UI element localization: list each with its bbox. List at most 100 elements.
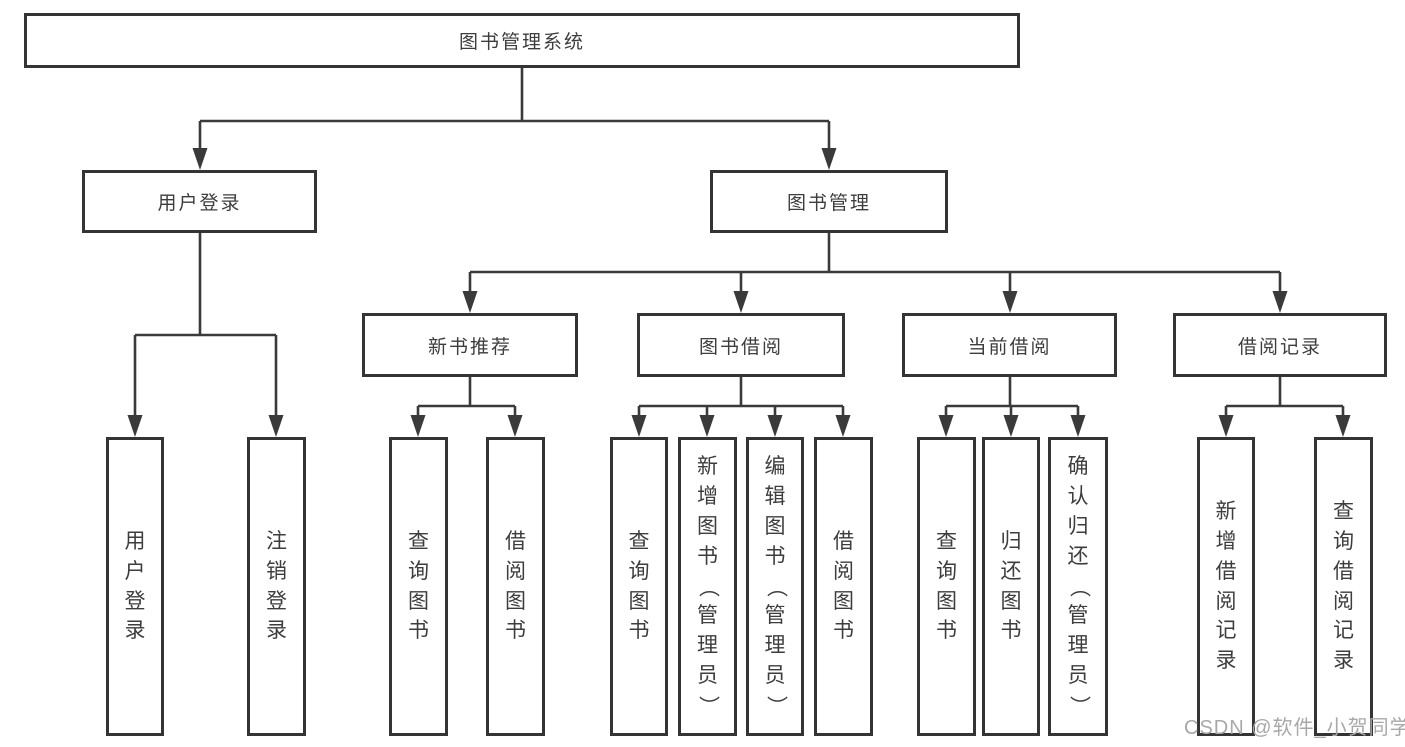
vertical-char: 理 bbox=[764, 634, 786, 658]
arrowheads bbox=[127, 148, 1351, 437]
vertical-char: 注 bbox=[266, 529, 287, 553]
node-label: 新增借阅记录 bbox=[1216, 497, 1237, 676]
vertical-char: 询 bbox=[408, 559, 429, 583]
node-root-library-system: 图书管理系统 bbox=[24, 13, 1020, 68]
vertical-char: 员 bbox=[764, 664, 786, 688]
vertical-char: 归 bbox=[1000, 529, 1022, 553]
node-leaf-add-borrow-record: 新增借阅记录 bbox=[1197, 437, 1255, 736]
node-label: 查询图书 bbox=[936, 527, 957, 646]
node-label: 确认归还 （ 管理员 ） bbox=[1067, 452, 1090, 720]
node-leaf-add-book-admin: 新增图书 （ 管理员 ） bbox=[678, 437, 737, 736]
node-leaf-query-books-borrowing: 查询图书 bbox=[610, 437, 668, 736]
node-label: 查询借阅记录 bbox=[1333, 497, 1354, 676]
vertical-char: 新 bbox=[1215, 500, 1237, 524]
vertical-char: ） bbox=[1066, 695, 1090, 717]
vertical-char: 录 bbox=[266, 619, 287, 643]
vertical-char: 图 bbox=[697, 514, 718, 538]
node-leaf-query-books-current: 查询图书 bbox=[917, 437, 976, 736]
node-leaf-return-books: 归还图书 bbox=[982, 437, 1040, 736]
node-label: 查询图书 bbox=[629, 527, 650, 646]
node-book-borrowing: 图书借阅 bbox=[637, 313, 845, 377]
node-label: 新增图书 （ 管理员 ） bbox=[696, 452, 719, 720]
node-label: 查询图书 bbox=[408, 527, 429, 646]
vertical-char: 询 bbox=[936, 559, 957, 583]
vertical-char: 图 bbox=[833, 589, 854, 613]
node-leaf-borrow-books-recommend: 借阅图书 bbox=[486, 437, 545, 736]
node-new-book-recommend: 新书推荐 bbox=[362, 313, 578, 377]
vertical-char: 借 bbox=[1333, 559, 1354, 583]
node-leaf-query-borrow-record: 查询借阅记录 bbox=[1314, 437, 1373, 736]
vertical-char: 户 bbox=[124, 559, 146, 583]
node-leaf-confirm-return-admin: 确认归还 （ 管理员 ） bbox=[1048, 437, 1108, 736]
node-leaf-borrow-books: 借阅图书 bbox=[814, 437, 873, 736]
vertical-char: 录 bbox=[1215, 649, 1237, 673]
vertical-char: 书 bbox=[408, 619, 429, 643]
vertical-char: 书 bbox=[697, 544, 718, 568]
vertical-char: （ bbox=[763, 576, 787, 597]
vertical-char: 记 bbox=[1333, 619, 1354, 643]
vertical-char: 登 bbox=[124, 589, 146, 613]
vertical-char: 借 bbox=[833, 529, 854, 553]
vertical-char: 阅 bbox=[833, 559, 854, 583]
node-leaf-user-login: 用户登录 bbox=[106, 437, 164, 736]
node-label: 用户登录 bbox=[125, 527, 146, 646]
vertical-char: 编 bbox=[764, 455, 786, 479]
vertical-char: 记 bbox=[1215, 619, 1237, 643]
vertical-char: 图 bbox=[764, 514, 786, 538]
vertical-char: 新 bbox=[697, 455, 718, 479]
vertical-char: 阅 bbox=[1215, 589, 1237, 613]
vertical-char: 员 bbox=[1067, 664, 1089, 688]
node-borrowing-records: 借阅记录 bbox=[1173, 313, 1387, 377]
vertical-char: 录 bbox=[1333, 649, 1354, 673]
vertical-char: 理 bbox=[1067, 634, 1089, 658]
vertical-char: 图 bbox=[505, 589, 526, 613]
vertical-char: 询 bbox=[628, 559, 650, 583]
vertical-char: 理 bbox=[697, 634, 718, 658]
node-leaf-query-books-recommend: 查询图书 bbox=[389, 437, 448, 736]
node-label: 归还图书 bbox=[1001, 527, 1022, 646]
vertical-char: 管 bbox=[697, 604, 718, 628]
vertical-char: ） bbox=[696, 695, 720, 717]
vertical-char: 图 bbox=[936, 589, 957, 613]
watermark: CSDN @软件_小贺同学 bbox=[1184, 717, 1405, 739]
vertical-char: 辑 bbox=[764, 485, 786, 509]
vertical-char: 录 bbox=[124, 619, 146, 643]
vertical-char: 书 bbox=[1000, 619, 1022, 643]
vertical-char: 借 bbox=[505, 529, 526, 553]
vertical-char: 增 bbox=[1215, 529, 1237, 553]
node-label: 借阅图书 bbox=[505, 527, 526, 646]
vertical-char: 书 bbox=[628, 619, 650, 643]
vertical-char: 确 bbox=[1067, 455, 1089, 479]
vertical-char: 员 bbox=[697, 664, 718, 688]
vertical-char: 归 bbox=[1067, 514, 1089, 538]
node-leaf-edit-book-admin: 编辑图书 （ 管理员 ） bbox=[746, 437, 804, 736]
vertical-char: 管 bbox=[764, 604, 786, 628]
vertical-char: 用 bbox=[124, 529, 146, 553]
node-user-login-module: 用户登录 bbox=[82, 170, 317, 233]
vertical-char: 还 bbox=[1067, 544, 1089, 568]
vertical-char: 登 bbox=[266, 589, 287, 613]
vertical-char: 书 bbox=[936, 619, 957, 643]
vertical-char: 查 bbox=[1333, 500, 1354, 524]
vertical-char: 图 bbox=[628, 589, 650, 613]
vertical-char: ） bbox=[763, 695, 787, 717]
node-leaf-logout: 注销登录 bbox=[247, 437, 306, 736]
vertical-char: 管 bbox=[1067, 604, 1089, 628]
node-current-borrowing: 当前借阅 bbox=[902, 313, 1117, 377]
node-label: 借阅图书 bbox=[833, 527, 854, 646]
tree-edges bbox=[133, 68, 1345, 419]
vertical-char: 认 bbox=[1067, 485, 1089, 509]
vertical-char: 查 bbox=[408, 529, 429, 553]
vertical-char: 阅 bbox=[505, 559, 526, 583]
vertical-char: 图 bbox=[408, 589, 429, 613]
node-label: 编辑图书 （ 管理员 ） bbox=[764, 452, 787, 720]
vertical-char: 增 bbox=[697, 485, 718, 509]
vertical-char: 查 bbox=[936, 529, 957, 553]
vertical-char: 书 bbox=[764, 544, 786, 568]
vertical-char: 还 bbox=[1000, 559, 1022, 583]
vertical-char: （ bbox=[696, 576, 720, 597]
vertical-char: （ bbox=[1066, 576, 1090, 597]
node-book-management-module: 图书管理 bbox=[710, 170, 948, 233]
